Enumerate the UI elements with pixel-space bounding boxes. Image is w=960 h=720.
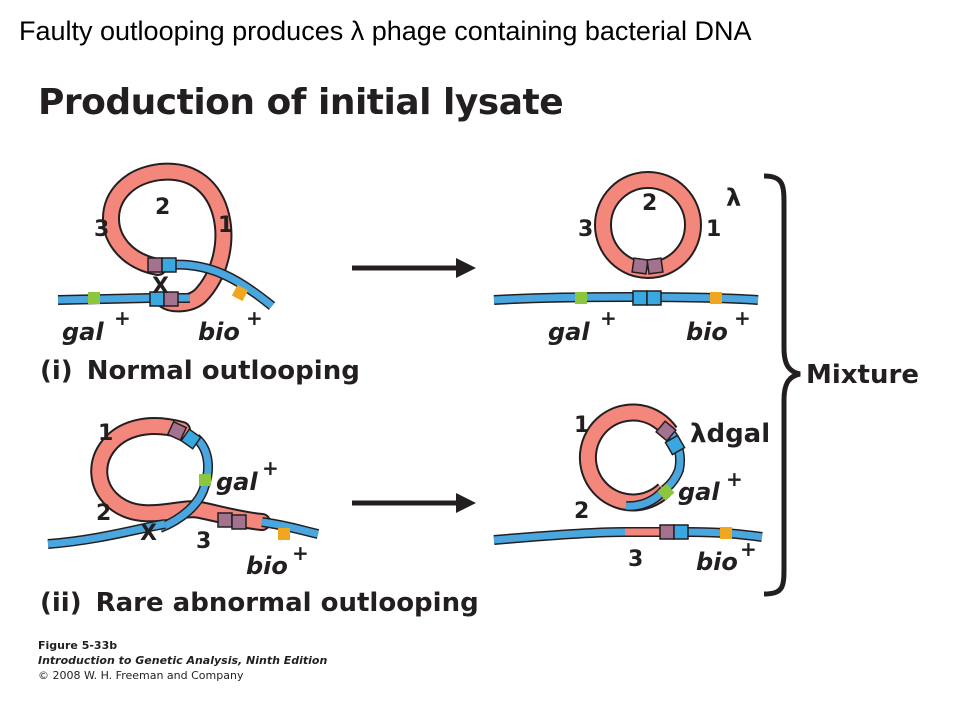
abnormal-left-group: X 1 2 3 gal + bio +	[47, 417, 320, 580]
locus-1: 1	[218, 213, 233, 238]
arrow-abnormal	[352, 493, 476, 513]
locus-1: 1	[574, 413, 589, 438]
bio-marker	[231, 284, 249, 302]
locus-3: 3	[628, 547, 643, 572]
figure-credit: Figure 5-33b Introduction to Genetic Ana…	[38, 638, 327, 683]
crossover-mark: X	[140, 521, 157, 546]
bio-plus: +	[246, 306, 263, 330]
gal-marker	[88, 292, 100, 304]
lambda-dgal-label: λdgal	[690, 419, 770, 449]
locus-3: 3	[94, 217, 109, 242]
gal-label: gal	[216, 468, 258, 496]
bio-plus: +	[740, 537, 757, 561]
locus-3: 3	[578, 217, 593, 242]
arrow-normal	[352, 258, 476, 278]
gal-label: gal	[548, 318, 590, 346]
section-label: Rare abnormal outlooping	[95, 588, 479, 618]
gal-label: gal	[62, 318, 104, 346]
gal-label: gal	[678, 478, 720, 506]
copyright: © 2008 W. H. Freeman and Company	[38, 669, 244, 682]
locus-2: 2	[96, 501, 111, 526]
gal-plus: +	[726, 467, 743, 491]
locus-2: 2	[155, 195, 170, 220]
gal-marker	[199, 474, 211, 486]
bio-plus: +	[292, 541, 309, 565]
locus-2: 2	[642, 191, 657, 216]
slide-title: Faulty outlooping produces λ phage conta…	[19, 16, 752, 46]
mixture-brace	[763, 173, 801, 597]
bio-plus: +	[734, 306, 751, 330]
locus-3: 3	[196, 529, 211, 554]
locus-1: 1	[706, 217, 721, 242]
abnormal-right-group: 1 2 3 λdgal gal + bio +	[493, 403, 770, 576]
gal-plus: +	[114, 306, 131, 330]
lambda-dgal-circle	[580, 405, 676, 510]
lambda-label: λ	[726, 184, 741, 212]
section-normal-outlooping: (i) Normal outlooping	[40, 356, 360, 386]
normal-left-group: X 2 3 1 gal + bio +	[57, 162, 276, 346]
bio-marker	[278, 528, 290, 540]
gal-marker	[575, 292, 587, 304]
section-abnormal-outlooping: (ii) Rare abnormal outlooping	[40, 588, 479, 618]
locus-2: 2	[574, 499, 589, 524]
bio-label: bio	[198, 318, 240, 346]
bio-marker	[720, 527, 732, 539]
locus-1: 1	[98, 421, 113, 446]
figure-heading: Production of initial lysate	[38, 82, 564, 123]
section-number: (ii)	[40, 588, 82, 618]
section-number: (i)	[40, 356, 73, 386]
gal-plus: +	[600, 306, 617, 330]
section-label: Normal outlooping	[86, 356, 360, 386]
gal-marker	[657, 483, 675, 501]
gal-plus: +	[262, 456, 279, 480]
book-title: Introduction to Genetic Analysis, Ninth …	[38, 654, 328, 667]
crossover-mark: X	[152, 274, 169, 299]
bio-marker	[710, 292, 722, 304]
bio-label: bio	[696, 548, 738, 576]
att-site	[147, 257, 163, 273]
figure-number: Figure 5-33b	[38, 639, 118, 652]
normal-right-group: 2 3 1 λ gal + bio +	[493, 171, 759, 346]
bio-label: bio	[686, 318, 728, 346]
bio-label: bio	[246, 552, 288, 580]
mixture-label: Mixture	[806, 360, 919, 390]
